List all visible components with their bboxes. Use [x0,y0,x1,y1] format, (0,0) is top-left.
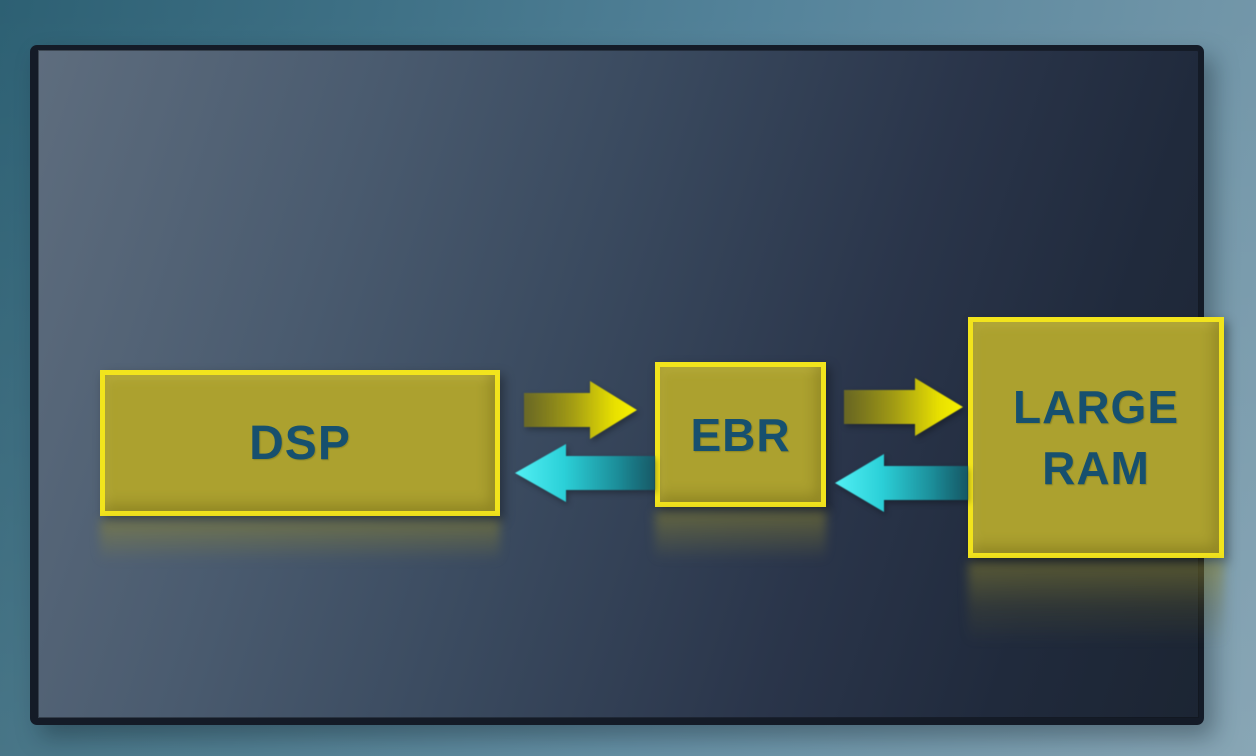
node-dsp-reflection [100,520,500,562]
node-large-ram-label: LARGE RAM [1013,380,1179,494]
arrow-dsp-to-ebr-icon [524,380,638,440]
node-dsp: DSP [100,370,500,516]
arrow-large-ram-to-ebr-icon [834,453,968,513]
node-large-ram-reflection [968,562,1224,644]
arrow-ebr-to-large-ram-icon [844,377,964,437]
diagram-panel: DSP EBR LARGE RAM [30,45,1224,725]
node-ebr: EBR [655,362,826,507]
node-dsp-label: DSP [249,416,351,470]
arrow-ebr-to-dsp-icon [514,443,655,503]
node-ebr-reflection [655,511,826,561]
node-ebr-label: EBR [690,408,791,461]
node-large-ram: LARGE RAM [968,317,1224,558]
